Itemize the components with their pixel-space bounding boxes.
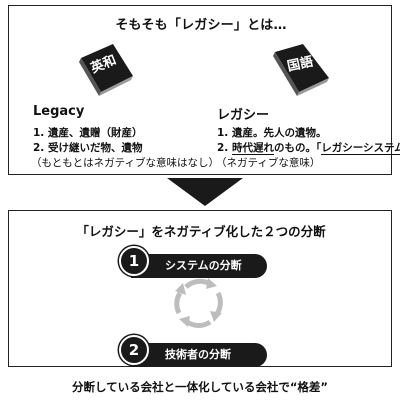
legacy-system-emphasis: レガシーシステム [321, 142, 400, 155]
japanese-def-1: 1. 遺産。先人の遺物。 [217, 127, 327, 139]
english-heading: Legacy [33, 104, 85, 119]
cycle-arrows-icon [174, 278, 223, 328]
book-label: 国語 [286, 54, 315, 75]
japanese-def-2: 2. 時代遅れのもの。「レガシーシステム」 [217, 140, 400, 155]
number-badge-1: 1 [119, 246, 149, 276]
outdated-emphasis: 時代遅れ [231, 142, 274, 155]
panel-title: 「レガシー」をネガティブ化した２つの分断 [76, 224, 326, 239]
system-division-label: システムの分断 [131, 254, 267, 278]
english-def-2: 2. 受け継いだ物、遺物 [33, 142, 143, 154]
english-japanese-dictionary-icon: 英和 [79, 44, 133, 96]
down-arrow-icon [167, 178, 243, 206]
number-badge-2: 2 [119, 335, 149, 365]
japanese-heading: レガシー [217, 108, 270, 123]
japanese-note: （ネガティブな意味） [216, 157, 321, 169]
engineer-division-label: 技術者の分断 [131, 343, 267, 367]
english-def-1: 1. 遺産、遺贈（財産） [33, 127, 143, 139]
figure-caption: 分断している会社と一体化している会社で“格差” [72, 380, 328, 394]
definition-panel: そもそも「レガシー」とは… 英和 国語 Legacy 1. 遺産、遺贈（財産） … [8, 5, 400, 175]
division-panel: 「レガシー」をネガティブ化した２つの分断 システムの分断 1 技術者の分断 2 [8, 210, 392, 367]
english-note: （もともとはネガティブな意味はなし） [31, 157, 219, 169]
japanese-dictionary-icon: 国語 [273, 44, 329, 96]
panel-title: そもそも「レガシー」とは… [115, 18, 287, 33]
